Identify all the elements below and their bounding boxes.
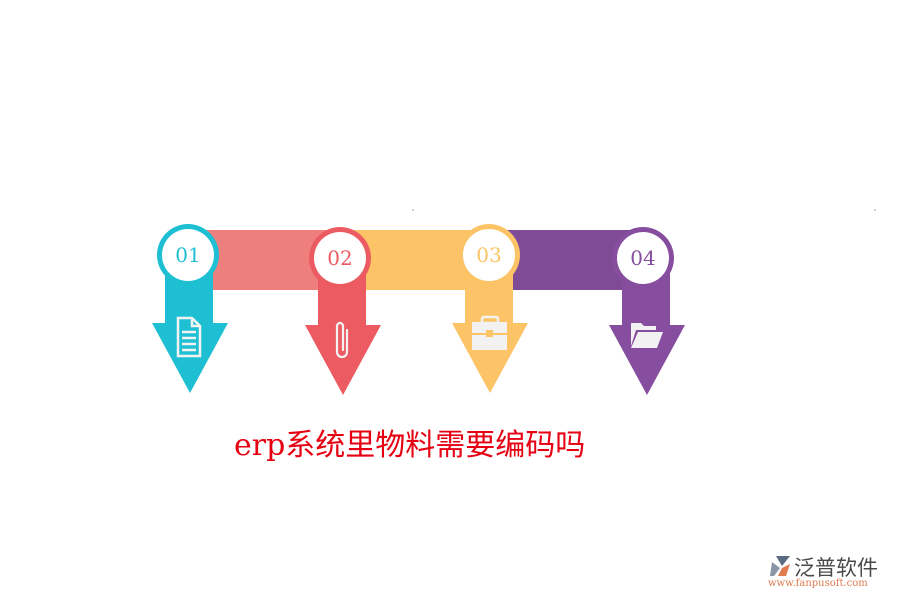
folder-icon: [631, 323, 663, 348]
fanpu-logo: 泛普软件 www.fanpusoft.com: [768, 552, 898, 596]
step-number-3: 03: [476, 243, 501, 267]
step-number-4: 04: [630, 246, 655, 270]
logo-icon: [770, 556, 790, 576]
step-1: 01: [152, 224, 228, 393]
logo-name: 泛普软件: [794, 556, 878, 580]
step-4: 04: [609, 227, 685, 395]
document-icon: [176, 316, 202, 358]
page-title: erp系统里物料需要编码吗: [234, 428, 586, 463]
step-2: 02: [305, 227, 381, 395]
step-number-2: 02: [327, 246, 352, 270]
step-3: 03: [452, 224, 528, 393]
paperclip-icon: [335, 321, 349, 359]
step-number-1: 01: [175, 243, 200, 267]
briefcase-icon: [472, 315, 507, 350]
logo-url: www.fanpusoft.com: [768, 578, 868, 589]
